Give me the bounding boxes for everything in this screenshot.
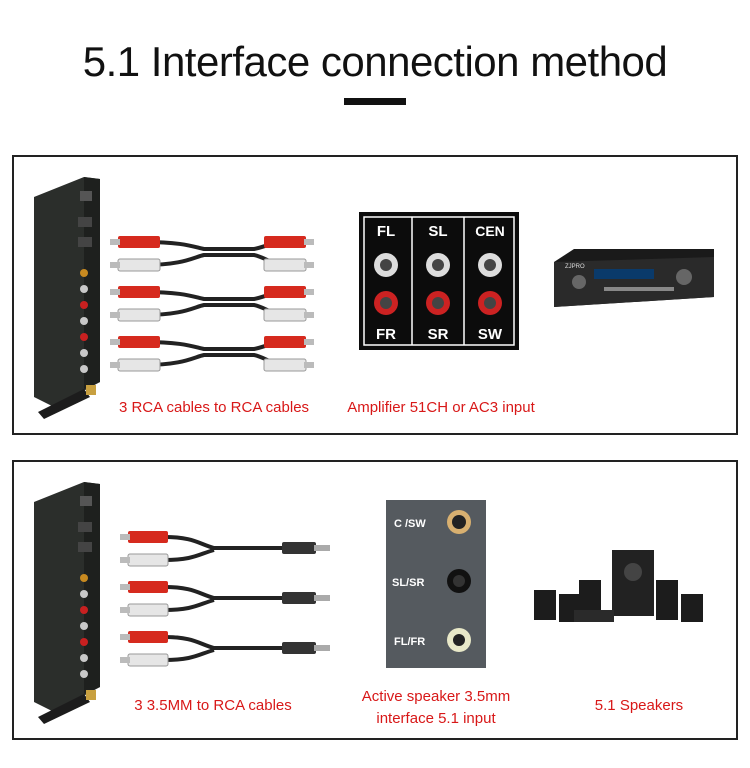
caption-active-speaker-input: Active speaker 3.5mm interface 5.1 input xyxy=(336,686,536,730)
rca-to-rca-cables xyxy=(110,236,314,372)
jack-label-fl-fr: FL/FR xyxy=(394,636,425,648)
caption-mini-jack-cables: 3 3.5MM to RCA cables xyxy=(134,697,292,714)
jack-label-c-sw: C /SW xyxy=(394,518,426,530)
amplifier-unit: ZJPRO xyxy=(554,249,714,307)
page-title: 5.1 Interface connection method xyxy=(82,38,668,85)
caption-speakers: 5.1 Speakers xyxy=(594,697,684,714)
title-underline xyxy=(344,98,406,105)
caption-active-speaker-line1: Active speaker 3.5mm xyxy=(361,688,511,705)
jack-label-cen: CEN xyxy=(475,223,505,239)
jack-label-fl: FL xyxy=(377,223,395,240)
mini-jack-connection-panel: C /SW SL/SR FL/FR 3 3.5MM to RCA cables … xyxy=(12,460,738,740)
amplifier-brand: ZJPRO xyxy=(565,264,585,270)
speaker-input-panel: C /SW SL/SR FL/FR xyxy=(386,500,486,668)
jack-label-sr: SR xyxy=(428,326,449,343)
caption-active-speaker-line2: interface 5.1 input xyxy=(376,710,496,727)
decoder-device xyxy=(34,177,100,419)
caption-rca-cables: 3 RCA cables to RCA cables xyxy=(118,399,310,416)
rca-connection-panel: FL SL CEN FR SR SW ZJPRO 3 RCA cables to… xyxy=(12,155,738,435)
jack-label-sw: SW xyxy=(478,326,503,343)
speaker-system xyxy=(534,550,703,622)
decoder-device xyxy=(34,482,100,724)
mini-jack-connection-illustration: C /SW SL/SR FL/FR xyxy=(34,482,703,724)
mini-jack-to-rca-cables xyxy=(120,531,330,667)
rca-jack-panel: FL SL CEN FR SR SW xyxy=(359,212,519,350)
jack-label-sl-sr: SL/SR xyxy=(392,577,424,589)
rca-connection-illustration: FL SL CEN FR SR SW ZJPRO xyxy=(34,177,714,419)
jack-label-sl: SL xyxy=(428,223,447,240)
caption-amplifier-input: Amplifier 51CH or AC3 input xyxy=(347,399,535,416)
jack-label-fr: FR xyxy=(376,326,396,343)
